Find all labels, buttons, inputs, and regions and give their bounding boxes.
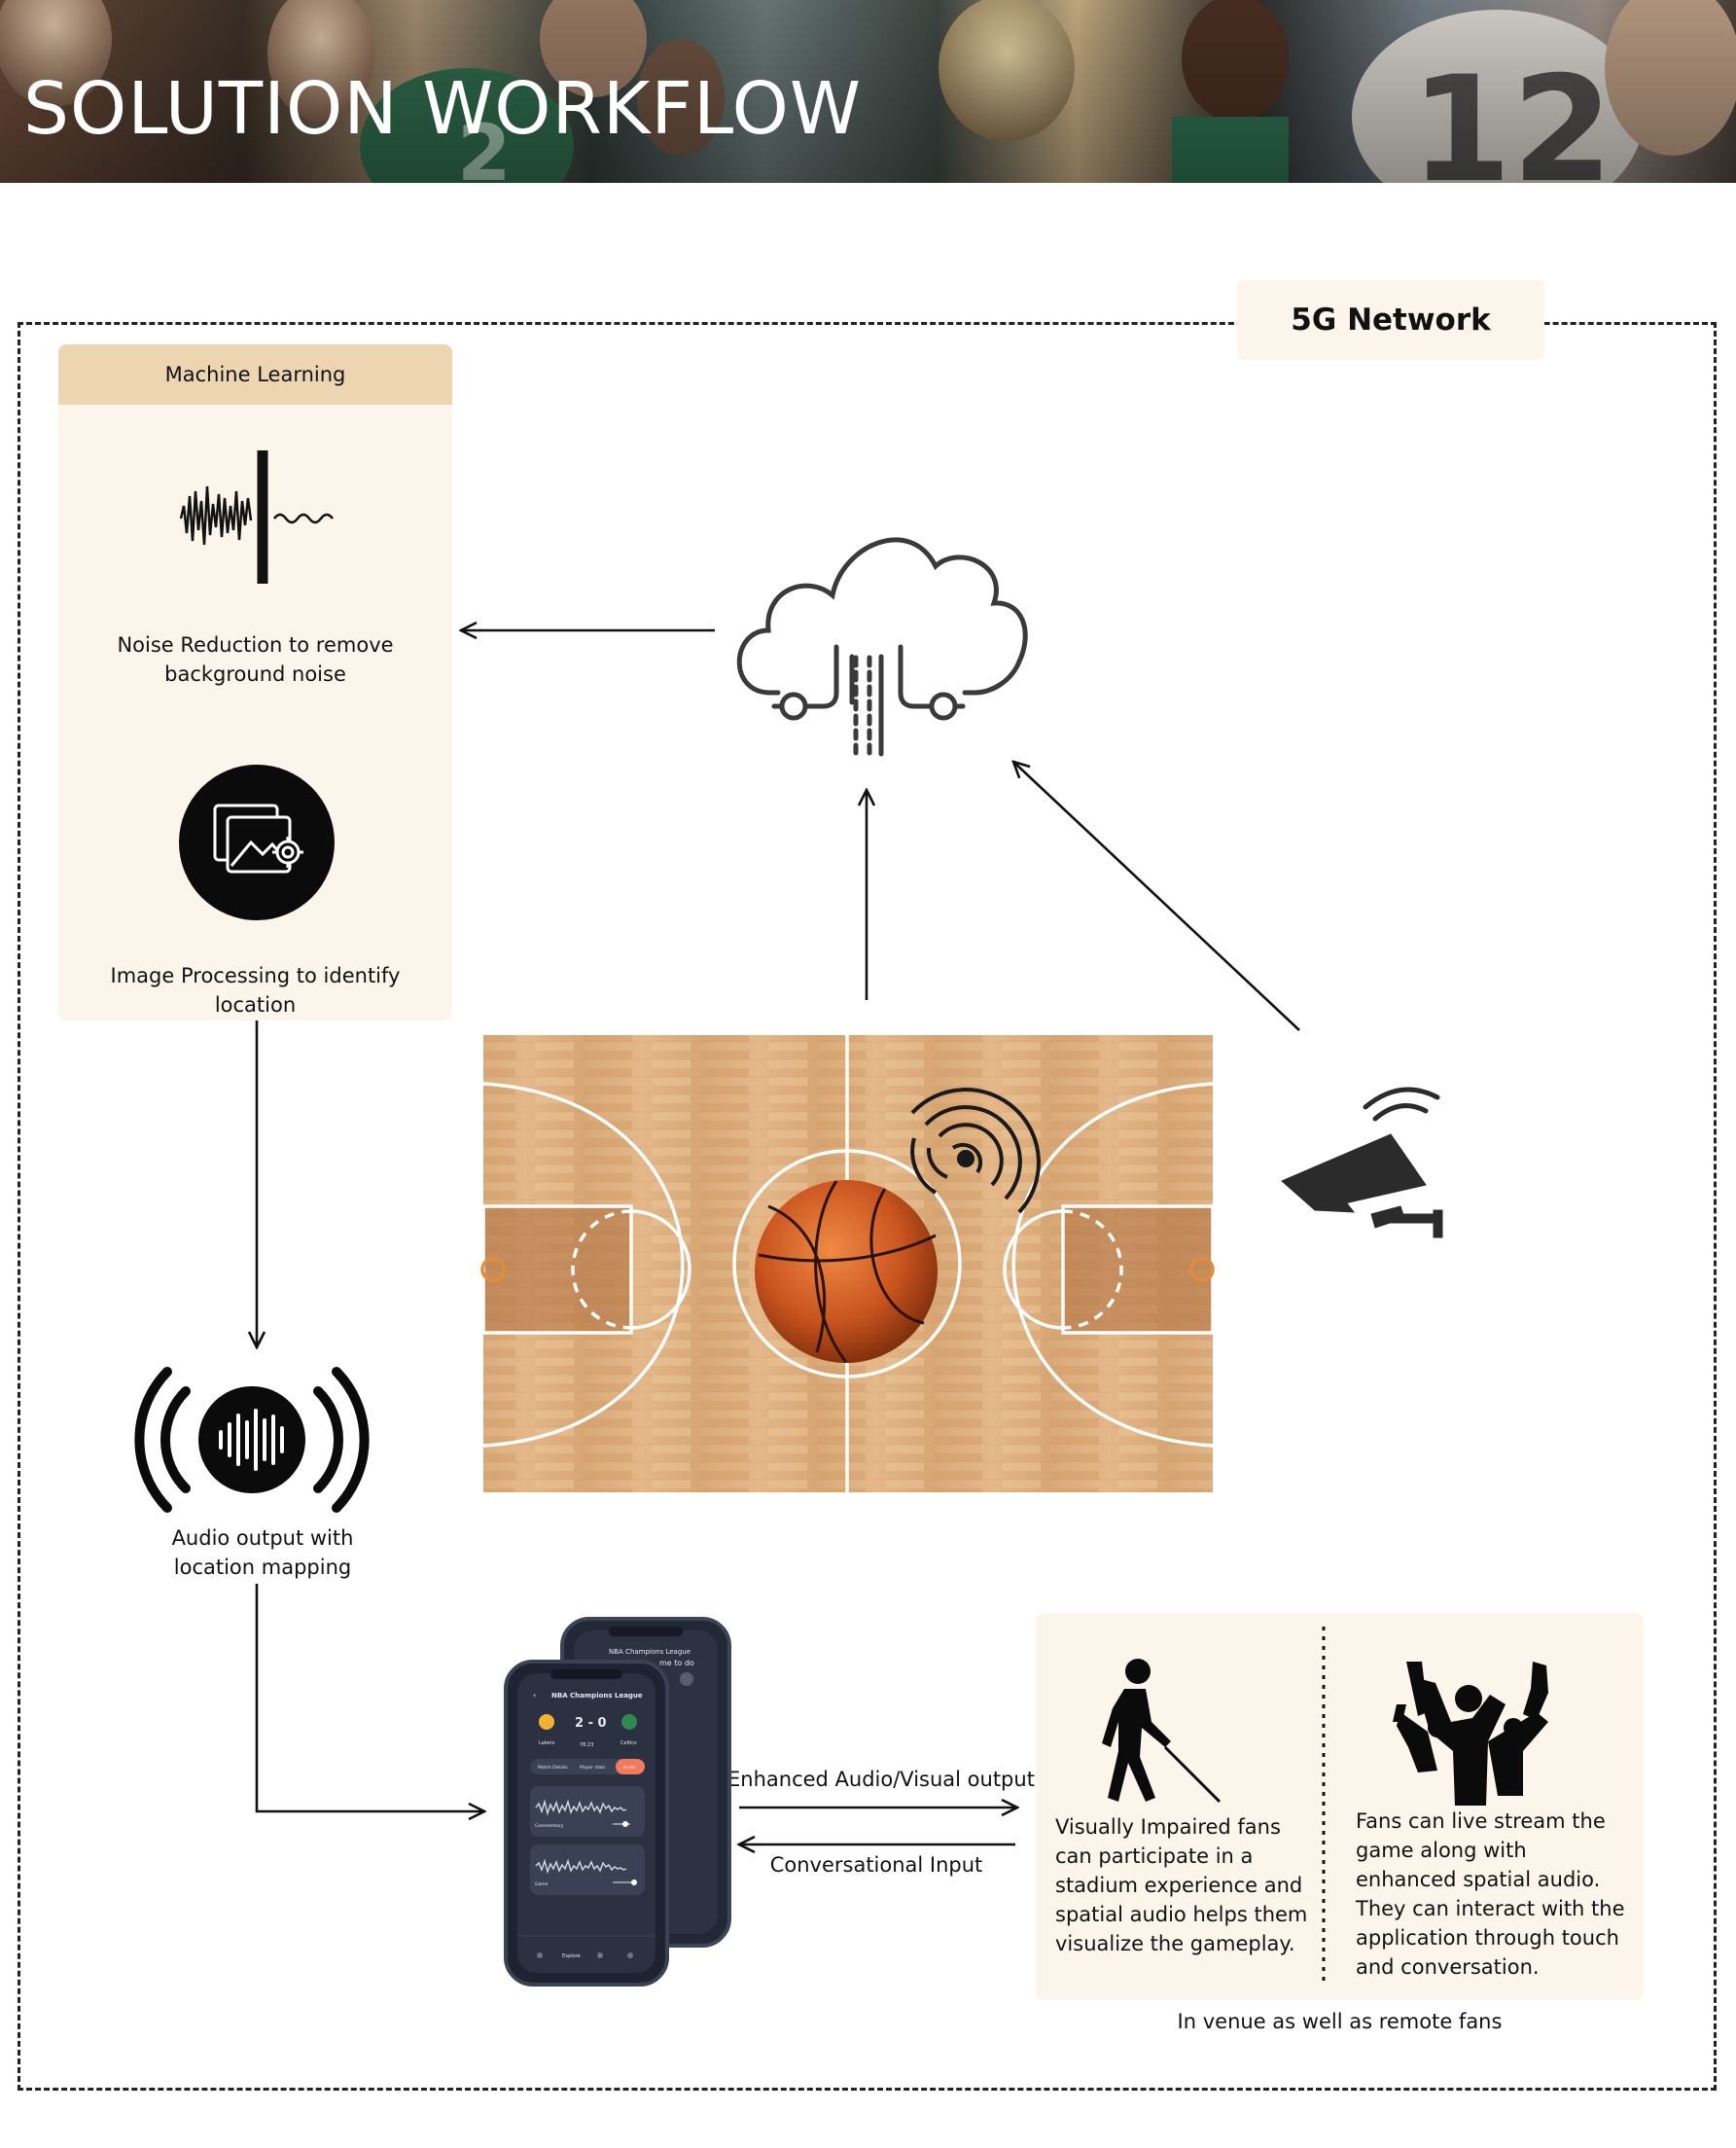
image-processing-label: Image Processing to identify location bbox=[68, 961, 443, 1020]
fans-caption: In venue as well as remote fans bbox=[1036, 2007, 1644, 2036]
machine-learning-title: Machine Learning bbox=[58, 344, 452, 405]
noise-reduction-label: Noise Reduction to remove background noi… bbox=[78, 630, 433, 689]
header-banner: 2 12 SOLUTION WORKFLOW bbox=[0, 0, 1736, 183]
visually-impaired-fans-text: Visually Impaired fans can participate i… bbox=[1055, 1812, 1313, 1958]
output-flow-label: Enhanced Audio/Visual output bbox=[727, 1765, 1025, 1794]
input-flow-label: Conversational Input bbox=[744, 1850, 1009, 1880]
network-label: 5G Network bbox=[1237, 280, 1544, 360]
page-title: SOLUTION WORKFLOW bbox=[23, 73, 862, 145]
remote-fans-text: Fans can live stream the game along with… bbox=[1356, 1807, 1633, 1982]
audio-output-label: Audio output with location mapping bbox=[160, 1523, 365, 1582]
